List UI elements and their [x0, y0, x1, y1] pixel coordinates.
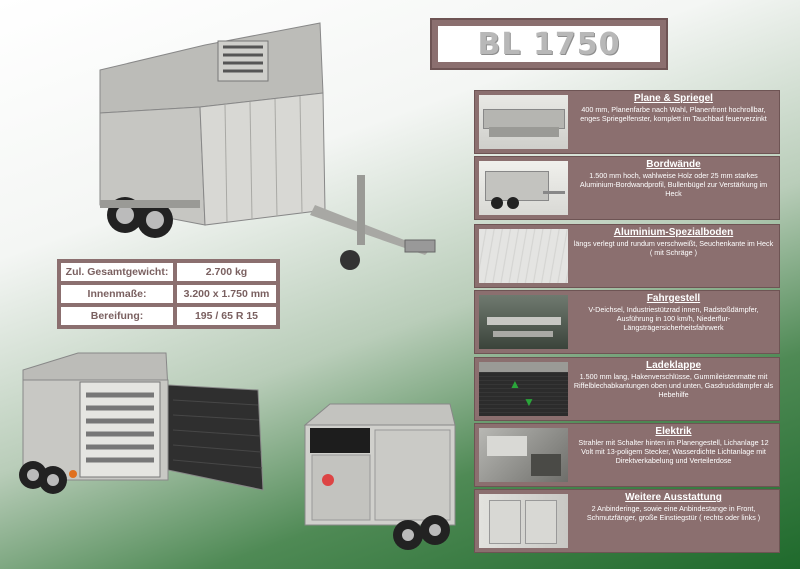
feature-weitere-ausstattung: Weitere Ausstattung 2 Anbinderinge, sowi…	[475, 490, 779, 552]
feature-thumbnail	[479, 494, 568, 548]
feature-thumbnail	[479, 161, 568, 215]
feature-heading: Ladeklappe	[645, 360, 702, 371]
feature-bordwaende: Bordwände 1.500 mm hoch, wahlweise Holz …	[475, 157, 779, 219]
feature-text: V-Deichsel, Industriestützrad innen, Rad…	[588, 305, 759, 332]
feature-thumbnail	[479, 229, 568, 283]
feature-text: 1.500 mm lang, Hakenverschlüsse, Gummile…	[573, 372, 774, 399]
feature-elektrik: Elektrik Strahler mit Schalter hinten im…	[475, 424, 779, 486]
spec-value: 3.200 x 1.750 mm	[175, 283, 278, 305]
feature-text: 1.500 mm hoch, wahlweise Holz oder 25 mm…	[579, 171, 768, 198]
feature-text: 400 mm, Planenfarbe nach Wahl, Planenfro…	[580, 105, 767, 123]
feature-heading: Plane & Spriegel	[634, 93, 713, 104]
feature-text: längs verlegt und rundum verschweißt, Se…	[573, 239, 774, 257]
feature-heading: Fahrgestell	[646, 293, 701, 304]
feature-text: 2 Anbinderinge, sowie eine Anbindestange…	[586, 504, 761, 522]
feature-fahrgestell: Fahrgestell V-Deichsel, Industriestützra…	[475, 291, 779, 353]
feature-thumbnail	[479, 428, 568, 482]
spec-label: Zul. Gesamtgewicht:	[59, 261, 175, 283]
feature-heading: Aluminium-Spezialboden	[613, 227, 734, 238]
rear-view-trailer-image	[19, 352, 264, 494]
feature-thumbnail: ▲ ▼	[479, 362, 568, 416]
feature-plane-spriegel: Plane & Spriegel 400 mm, Planenfarbe nac…	[475, 91, 779, 153]
feature-thumbnail	[479, 295, 568, 349]
title-box: BL 1750	[432, 20, 666, 68]
spec-row: Zul. Gesamtgewicht: 2.700 kg	[59, 261, 278, 283]
spec-label: Innenmaße:	[59, 283, 175, 305]
rear-closed-trailer-image	[303, 403, 456, 550]
main-trailer-image	[99, 22, 436, 270]
spec-row: Bereifung: 195 / 65 R 15	[59, 305, 278, 327]
product-title: BL 1750	[477, 26, 621, 62]
spec-label: Bereifung:	[59, 305, 175, 327]
spec-table: Zul. Gesamtgewicht: 2.700 kg Innenmaße: …	[57, 259, 280, 329]
feature-aluminium-spezialboden: Aluminium-Spezialboden längs verlegt und…	[475, 225, 779, 287]
spec-value: 2.700 kg	[175, 261, 278, 283]
feature-text: Strahler mit Schalter hinten im Planenge…	[578, 438, 769, 465]
feature-thumbnail	[479, 95, 568, 149]
feature-heading: Weitere Ausstattung	[625, 492, 722, 503]
spec-value: 195 / 65 R 15	[175, 305, 278, 327]
spec-row: Innenmaße: 3.200 x 1.750 mm	[59, 283, 278, 305]
feature-heading: Elektrik	[655, 426, 692, 437]
feature-heading: Bordwände	[646, 159, 701, 170]
feature-ladeklappe: ▲ ▼ Ladeklappe 1.500 mm lang, Hakenversc…	[475, 358, 779, 420]
